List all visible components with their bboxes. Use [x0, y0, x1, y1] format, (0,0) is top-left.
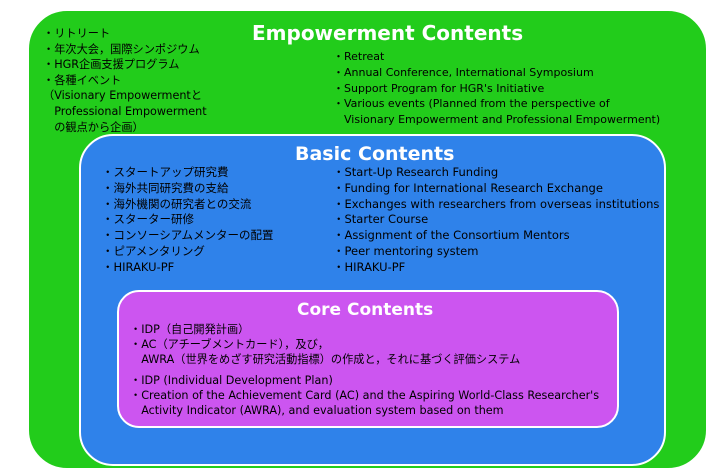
- basic-jp-list: ・スタートアップ研究費 ・海外共同研究費の支給 ・海外機関の研究者との交流 ・ス…: [102, 165, 273, 276]
- list-item: Activity Indicator (AWRA), and evaluatio…: [130, 404, 504, 418]
- core-contents-box: [117, 290, 619, 428]
- list-item: ・海外共同研究費の支給: [102, 180, 229, 195]
- list-item: ・スターター研修: [102, 212, 194, 227]
- list-item: ・Exchanges with researchers from oversea…: [333, 196, 660, 211]
- list-item: ・Peer mentoring system: [333, 243, 479, 258]
- list-item: Professional Empowerment: [43, 104, 207, 118]
- empowerment-jp-list: ・リトリート ・年次大会，国際シンポジウム ・HGR企画支援プログラム ・各種イ…: [43, 26, 207, 135]
- list-item: ・IDP (Individual Development Plan): [130, 373, 333, 387]
- list-item: ・スタートアップ研究費: [102, 165, 229, 179]
- empowerment-contents-title: Empowerment Contents: [252, 21, 524, 45]
- list-item: ・Annual Conference, International Sympos…: [333, 65, 594, 79]
- basic-contents-title: Basic Contents: [295, 143, 455, 165]
- list-item: ・HGR企画支援プログラム: [43, 58, 180, 72]
- list-item: ・年次大会，国際シンポジウム: [43, 42, 200, 56]
- list-item: ・AC（アチーブメントカード），及び，: [130, 338, 329, 352]
- list-item: ・HIRAKU-PF: [102, 259, 175, 274]
- list-item: ・ピアメンタリング: [102, 243, 205, 258]
- list-item: ・Retreat: [333, 50, 385, 63]
- list-item: ・Creation of the Achievement Card (AC) a…: [130, 388, 600, 402]
- empowerment-en-list: ・Retreat ・Annual Conference, Internation…: [333, 49, 660, 128]
- list-item: （Visionary Empowermentと: [43, 89, 203, 103]
- list-item: ・Assignment of the Consortium Mentors: [333, 228, 570, 243]
- list-item: の観点から企画）: [43, 120, 144, 134]
- list-item: ・Various events (Planned from the perspe…: [333, 97, 610, 111]
- core-contents-title: Core Contents: [297, 300, 434, 320]
- list-item: AWRA（世界をめざす研究活動指標）の作成と，それに基づく評価システム: [130, 353, 521, 367]
- list-item: ・Start-Up Research Funding: [333, 165, 499, 179]
- list-item: ・リトリート: [43, 27, 111, 40]
- list-item: ・Support Program for HGR's Initiative: [333, 81, 545, 95]
- list-item: ・Starter Course: [333, 212, 429, 227]
- core-list: ・IDP（自己開発計画） ・AC（アチーブメントカード），及び， AWRA（世界…: [130, 322, 599, 418]
- basic-en-list: ・Start-Up Research Funding ・Funding for …: [333, 165, 659, 276]
- list-item: ・コンソーシアムメンターの配置: [102, 228, 274, 243]
- list-item: ・海外機関の研究者との交流: [102, 196, 252, 211]
- list-item: ・Funding for International Research Exch…: [333, 180, 603, 195]
- list-item: Visionary Empowerment and Professional E…: [333, 113, 661, 127]
- list-item: ・HIRAKU-PF: [333, 259, 406, 274]
- list-item: ・IDP（自己開発計画）: [130, 323, 250, 336]
- list-item: ・各種イベント: [43, 73, 122, 87]
